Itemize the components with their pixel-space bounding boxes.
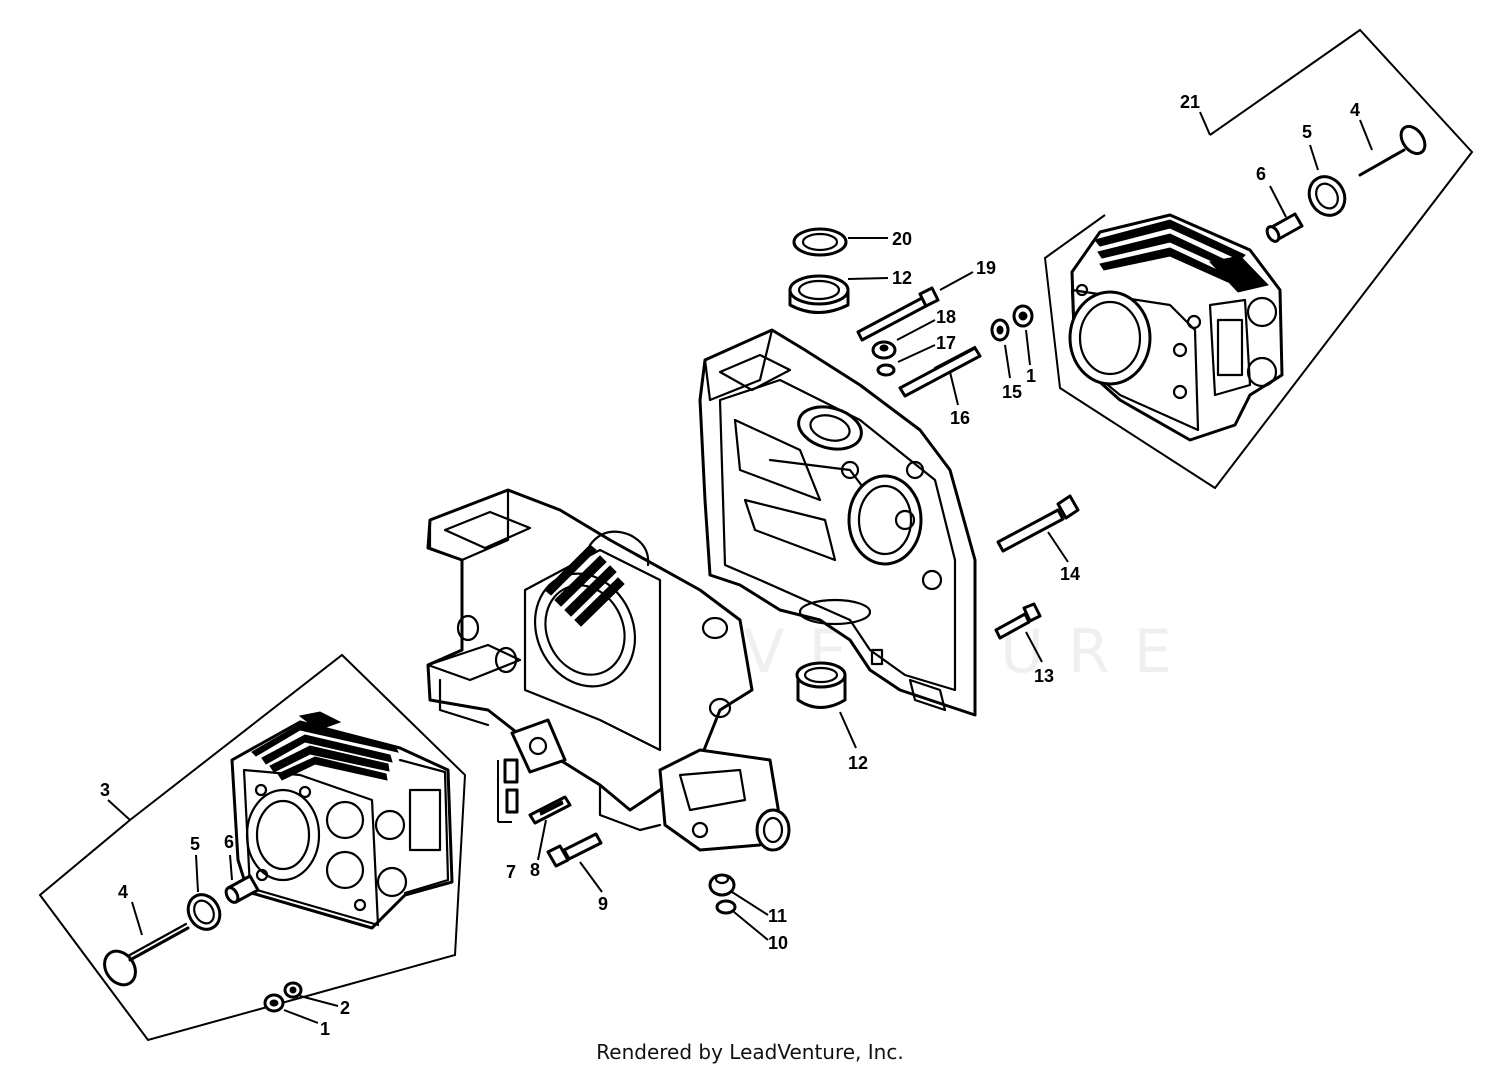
callout-19: 19 bbox=[976, 258, 996, 278]
valve-right[interactable] bbox=[1358, 122, 1430, 177]
nut-left[interactable] bbox=[263, 993, 285, 1013]
callout-12-upper: 12 bbox=[892, 268, 912, 288]
callout-11: 11 bbox=[768, 906, 787, 926]
leader-lines bbox=[107, 111, 1373, 1024]
callout-6-right: 6 bbox=[1256, 164, 1266, 184]
callout-3: 3 bbox=[100, 780, 110, 800]
cylinder-head-right[interactable] bbox=[1068, 213, 1284, 442]
bolt-14[interactable] bbox=[996, 494, 1080, 553]
washer-left[interactable] bbox=[283, 981, 303, 999]
nut-right[interactable] bbox=[1012, 304, 1034, 328]
callout-5-left: 5 bbox=[190, 834, 200, 854]
render-credit: Rendered by LeadVenture, Inc. bbox=[596, 1040, 904, 1064]
nut-18[interactable] bbox=[871, 340, 897, 360]
cylinder-head-left[interactable] bbox=[230, 711, 454, 930]
oil-seal-upper[interactable] bbox=[788, 274, 850, 314]
callout-8: 8 bbox=[530, 860, 540, 880]
gasket-10[interactable] bbox=[715, 899, 737, 915]
stud-8[interactable] bbox=[528, 795, 572, 825]
valve-seat-left[interactable] bbox=[182, 889, 226, 935]
callout-12-lower: 12 bbox=[848, 753, 868, 773]
callout-4-left: 4 bbox=[118, 882, 128, 902]
callout-13: 13 bbox=[1034, 666, 1054, 686]
callout-5-right: 5 bbox=[1302, 122, 1312, 142]
bearing-ring-20[interactable] bbox=[792, 227, 848, 257]
valve-guide-left[interactable] bbox=[224, 874, 260, 904]
callout-labels: 1 2 3 4 5 6 7 8 9 10 11 12 12 13 14 15 1… bbox=[100, 92, 1360, 1039]
bolt-13[interactable] bbox=[994, 602, 1042, 640]
bolt-19[interactable] bbox=[856, 286, 940, 342]
callout-4-right: 4 bbox=[1350, 100, 1360, 120]
oil-seal-lower[interactable] bbox=[795, 661, 847, 709]
callout-9: 9 bbox=[598, 894, 608, 914]
washer-15[interactable] bbox=[990, 318, 1010, 342]
callout-1-left: 1 bbox=[320, 1019, 330, 1039]
callout-21: 21 bbox=[1180, 92, 1200, 112]
callout-17: 17 bbox=[936, 333, 956, 353]
callout-16: 16 bbox=[950, 408, 970, 428]
valve-guide-right[interactable] bbox=[1265, 212, 1304, 243]
callout-14: 14 bbox=[1060, 564, 1080, 584]
callout-6-left: 6 bbox=[224, 832, 234, 852]
crankcase-half-left[interactable] bbox=[426, 488, 791, 852]
crankcase-half-right[interactable] bbox=[698, 328, 977, 717]
valve-left[interactable] bbox=[98, 922, 190, 991]
kit-outline-right bbox=[1043, 28, 1474, 490]
callout-7: 7 bbox=[506, 862, 516, 882]
stud-16[interactable] bbox=[898, 345, 982, 398]
dowel-pin[interactable] bbox=[497, 758, 519, 823]
fitting-11[interactable] bbox=[708, 873, 736, 897]
callout-20: 20 bbox=[892, 229, 912, 249]
callout-10: 10 bbox=[768, 933, 788, 953]
bolt-9[interactable] bbox=[546, 832, 603, 868]
kit-outline-left bbox=[38, 653, 467, 1042]
callout-1-right: 1 bbox=[1026, 366, 1036, 386]
callout-2: 2 bbox=[340, 998, 350, 1018]
valve-seat-right[interactable] bbox=[1302, 170, 1351, 222]
callout-18: 18 bbox=[936, 307, 956, 327]
callout-15: 15 bbox=[1002, 382, 1022, 402]
washer-17[interactable] bbox=[876, 363, 896, 377]
